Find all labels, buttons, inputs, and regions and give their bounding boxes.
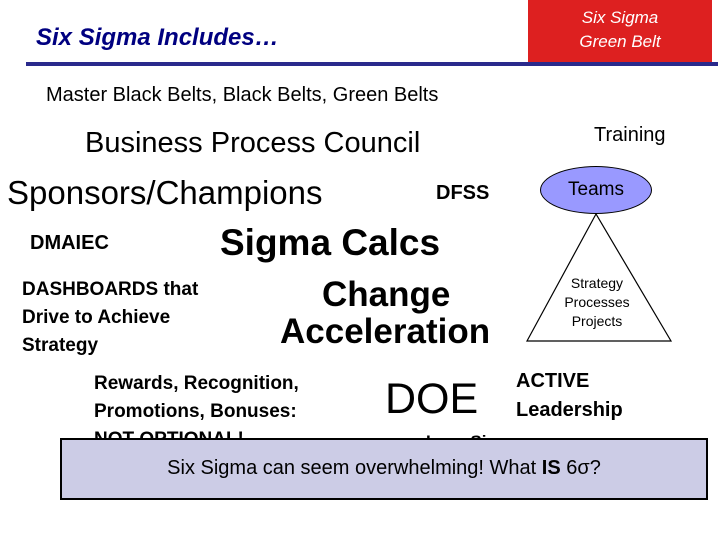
acceleration-text: Acceleration [280,312,491,351]
triangle-line-strategy: Strategy [570,275,624,291]
closing-banner: Six Sigma can seem overwhelming! What IS… [60,438,708,500]
sponsors-text: Sponsors/Champions [7,174,323,211]
triangle-line-projects: Projects [571,313,623,329]
sigma-calcs-text: Sigma Calcs [220,222,441,263]
slide-title: Six Sigma Includes… [36,24,279,51]
strategy-triangle [525,212,673,342]
badge-line-1: Six Sigma [581,8,659,27]
change-text: Change [322,275,451,314]
banner-text-end: 6σ? [560,457,601,479]
banner-text-start: Six Sigma can seem overwhelming! What [167,457,542,479]
teams-ellipse: Teams [540,166,652,214]
title-underline [26,62,718,66]
badge-line-2: Green Belt [579,32,661,51]
leadership-text: Leadership [516,399,623,421]
triangle-line-processes: Processes [564,294,630,310]
banner-text-bold: IS [541,457,561,479]
belts-text: Master Black Belts, Black Belts, Green B… [46,84,439,106]
green-belt-badge: Six Sigma Green Belt [528,0,712,62]
rewards-line-1: Rewards, Recognition, [94,373,299,394]
triangle-text: Strategy Processes Projects [546,274,648,331]
dmaiec-text: DMAIEC [30,232,109,254]
doe-text: DOE [385,375,479,423]
training-text: Training [594,124,666,146]
dashboards-line-2: Drive to Achieve [22,307,171,328]
dfss-text: DFSS [436,182,490,204]
rewards-line-2: Promotions, Bonuses: [94,401,297,422]
active-text: ACTIVE [516,370,590,392]
dashboards-line-1: DASHBOARDS that [22,279,199,300]
dashboards-line-3: Strategy [22,335,99,356]
dashboards-text: DASHBOARDS that Drive to Achieve Strateg… [22,276,198,360]
council-text: Business Process Council [85,127,421,159]
